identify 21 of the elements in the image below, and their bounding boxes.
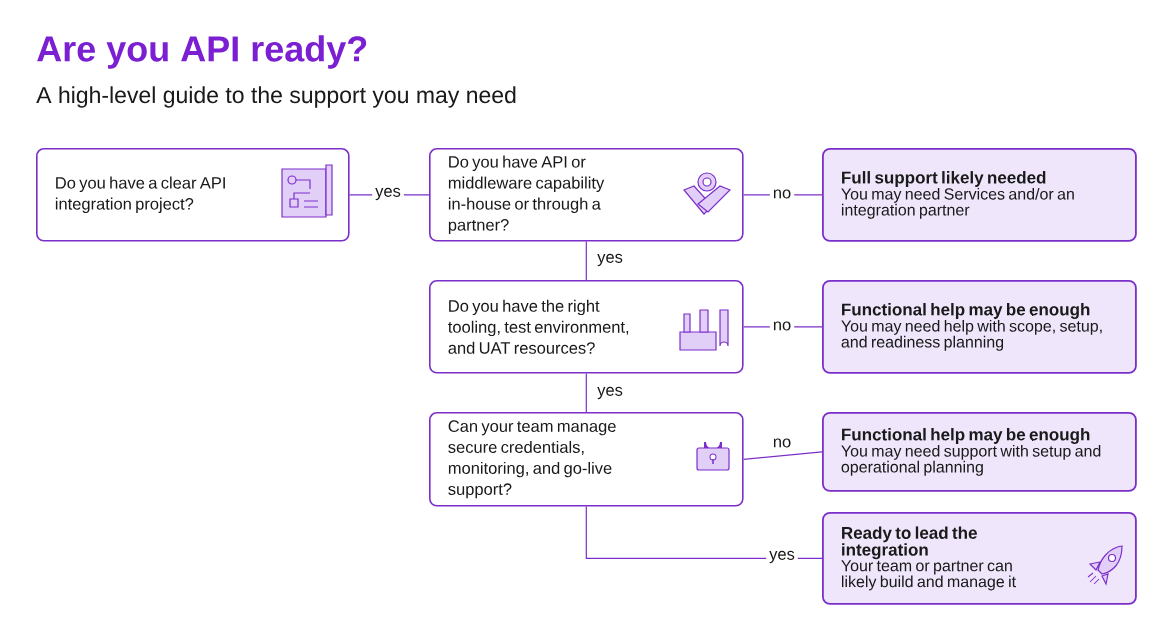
- connector: [585, 373, 587, 413]
- edge-label: yes: [766, 547, 798, 567]
- edge-label: yes: [594, 383, 626, 403]
- edge-label: yes: [372, 184, 404, 204]
- question-box: Can your team manage secure credentials, monitoring, and go-live support?: [429, 412, 744, 507]
- result-box: Ready to lead the integration Your team or partner can likely build and manage it: [822, 512, 1137, 605]
- edge-label: no: [769, 318, 795, 334]
- edge-label: no: [769, 186, 795, 202]
- title: Are you API ready?: [37, 35, 367, 69]
- connector: [743, 451, 823, 460]
- result-box: Functional help may be enough You may need help with scope, setup, and readiness planning: [822, 280, 1137, 374]
- result-box: Full support likely needed You may need Services and/or an integration partner: [822, 148, 1137, 242]
- edge-label: yes: [594, 250, 626, 270]
- subtitle: A high-level guide to the support you may need: [36, 86, 516, 108]
- question-box: Do you have API or middleware capability in-house or through a partner?: [429, 148, 744, 242]
- connector: [585, 241, 587, 281]
- question-box: Do you have a clear API integration project?: [36, 148, 350, 242]
- result-box: Functional help may be enough You may need support with setup and operational planning: [822, 412, 1137, 492]
- edge-label: no: [769, 435, 795, 451]
- connector: [585, 506, 823, 559]
- question-box: Do you have the right tooling, test environment, and UAT resources?: [429, 280, 744, 374]
